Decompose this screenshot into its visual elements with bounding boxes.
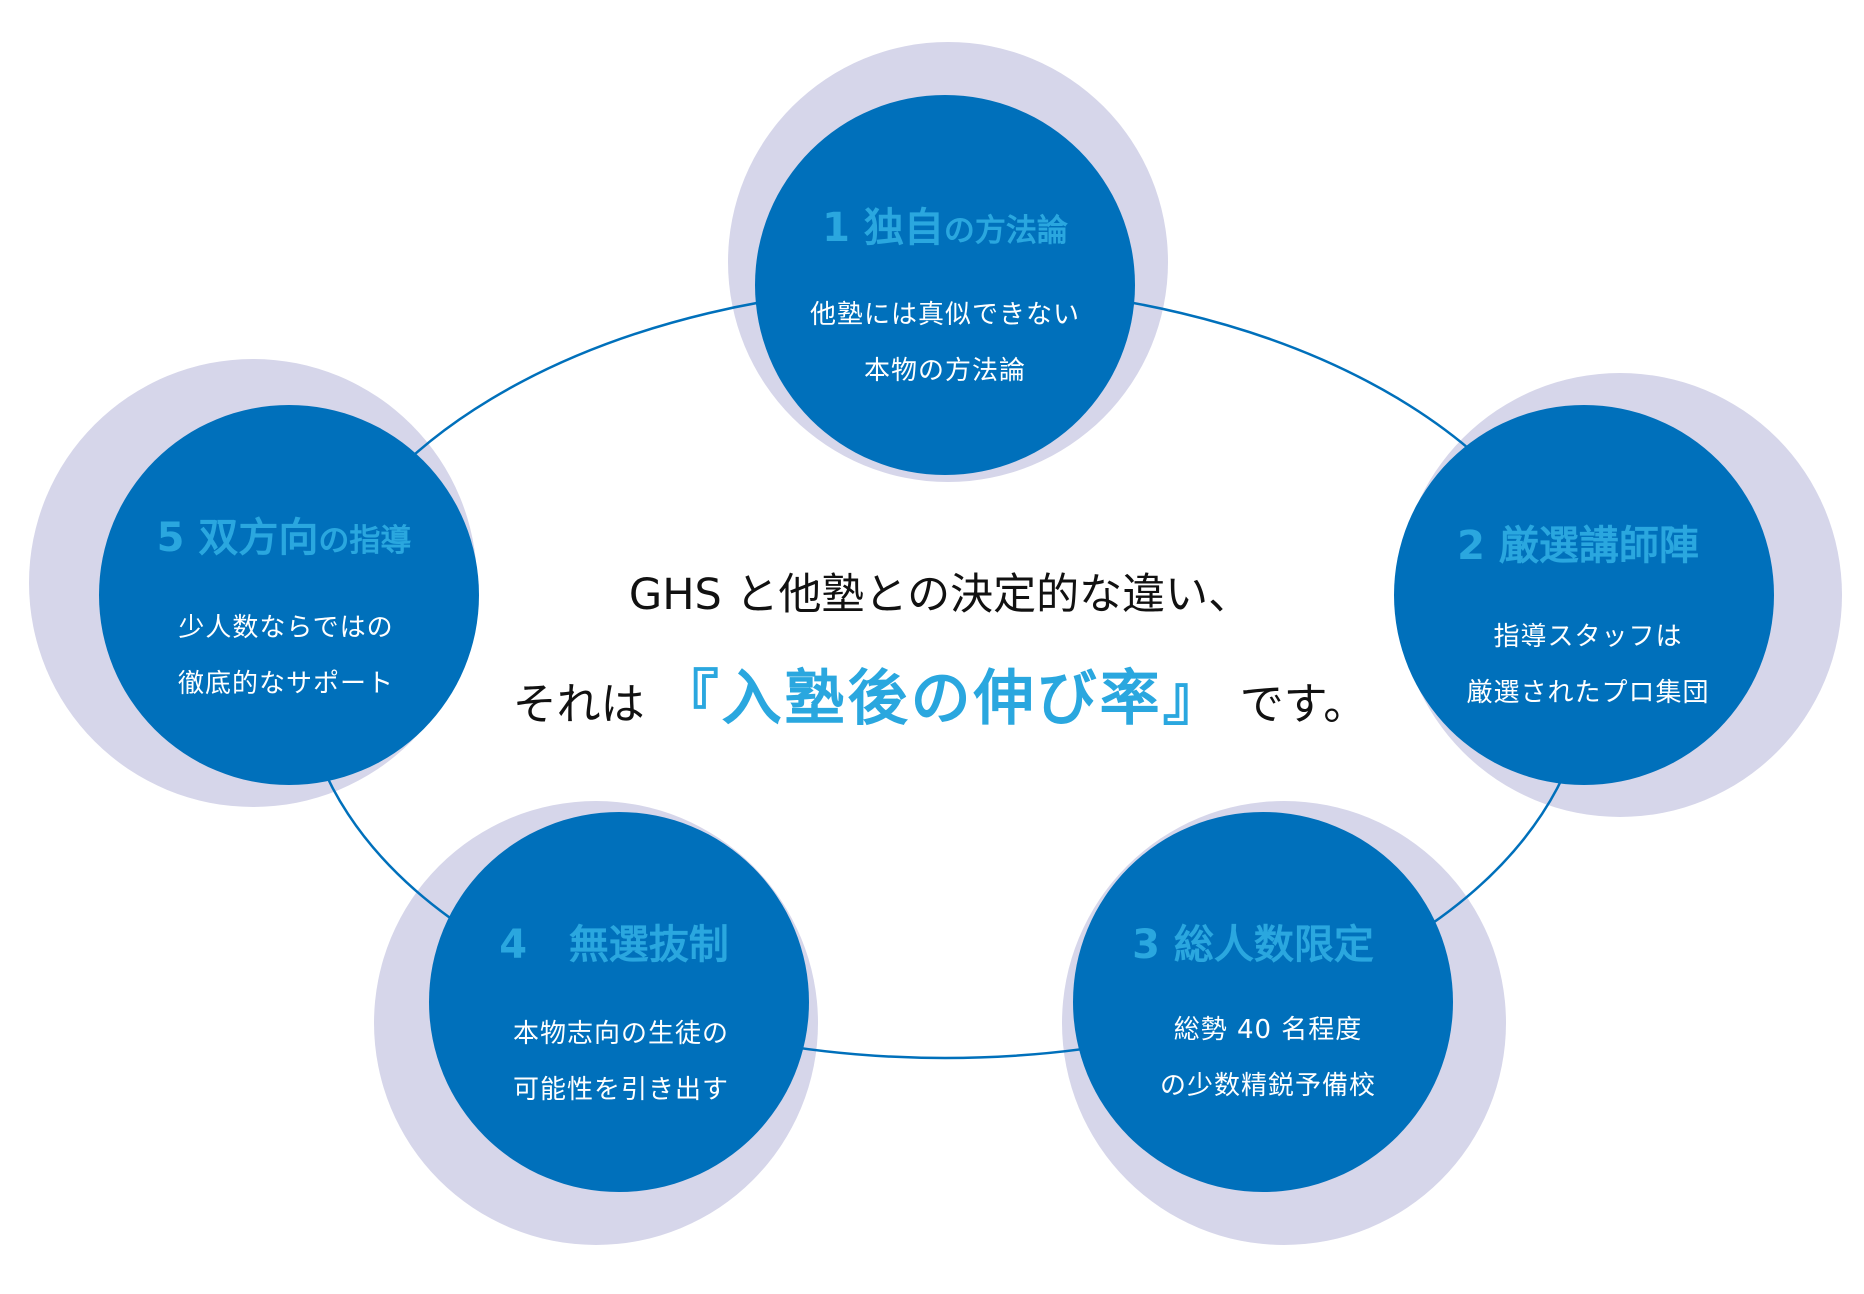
node-title: 2 厳選講師陣 (1457, 523, 1699, 569)
node-5: 5 双方向の指導 少人数ならではの徹底的なサポート (99, 405, 479, 785)
node-description: 他塾には真似できない本物の方法論 (809, 300, 1080, 386)
message-prefix: それは (512, 679, 645, 730)
node-title: 5 双方向の指導 (156, 515, 412, 561)
node-title: 3 総人数限定 (1132, 922, 1374, 968)
center-message: それは 『入塾後の伸び率』 です。 (460, 650, 1420, 737)
center-headline: GHS と他塾との決定的な違い、 (628, 570, 1252, 620)
node-3: 3 総人数限定 総勢 40 名程度の少数精鋭予備校 (1073, 812, 1453, 1192)
message-highlight: 『入塾後の伸び率』 (658, 664, 1226, 734)
message-suffix: です。 (1239, 679, 1368, 730)
node-4: 4 無選抜制 本物志向の生徒の可能性を引き出す (429, 812, 809, 1192)
node-description: 指導スタッフは厳選されたプロ集団 (1466, 622, 1710, 708)
node-description: 総勢 40 名程度の少数精鋭予備校 (1159, 1015, 1376, 1101)
node-2: 2 厳選講師陣 指導スタッフは厳選されたプロ集団 (1394, 405, 1774, 785)
node-description: 少人数ならではの徹底的なサポート (177, 613, 394, 699)
node-title: 1 独自の方法論 (822, 205, 1068, 251)
node-description: 本物志向の生徒の可能性を引き出す (512, 1019, 729, 1105)
node-1: 1 独自の方法論 他塾には真似できない本物の方法論 (755, 95, 1135, 475)
node-title: 4 無選抜制 (499, 922, 729, 968)
